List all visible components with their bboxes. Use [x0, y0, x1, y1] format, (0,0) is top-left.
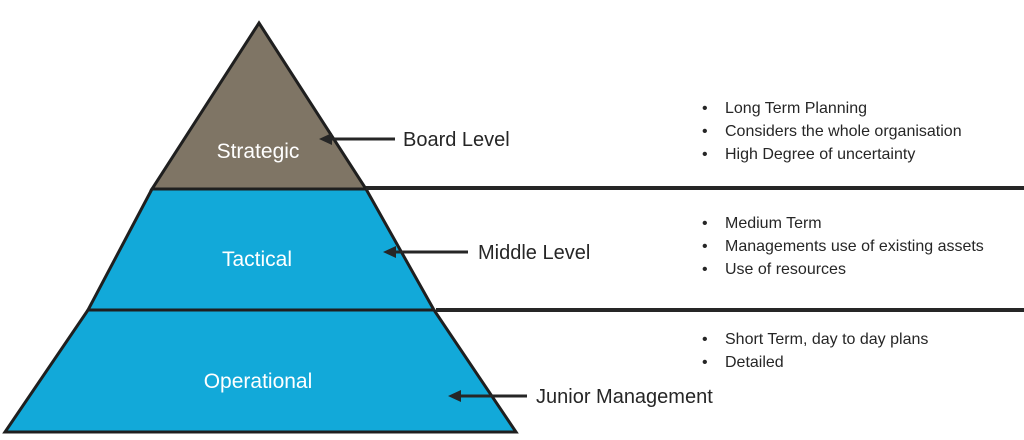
bullet-list-strategic: • Long Term Planning • Considers the who… — [702, 100, 962, 163]
arrow-middle-level — [383, 246, 468, 258]
bullet-dot: • — [702, 123, 708, 140]
list-item: Short Term, day to day plans — [725, 331, 928, 348]
level-label-junior: Junior Management — [536, 386, 713, 408]
arrow-junior-management — [448, 390, 527, 402]
list-item: High Degree of uncertainty — [725, 146, 915, 163]
bullet-list-tactical: • Medium Term • Managements use of exist… — [702, 215, 984, 278]
list-item: Medium Term — [725, 215, 822, 232]
list-item: Long Term Planning — [725, 100, 867, 117]
bullet-dot: • — [702, 215, 708, 232]
tier-label-operational: Operational — [204, 370, 313, 393]
bullet-dot: • — [702, 238, 708, 255]
bullet-dot: • — [702, 261, 708, 278]
bullet-dot: • — [702, 100, 708, 117]
list-item: Managements use of existing assets — [725, 238, 984, 255]
strategic-tier — [149, 20, 369, 191]
list-item: Use of resources — [725, 261, 846, 278]
tier-label-strategic: Strategic — [217, 140, 300, 163]
bullet-list-operational: • Short Term, day to day plans • Detaile… — [702, 331, 928, 371]
list-item: Detailed — [725, 354, 784, 371]
list-item: Considers the whole organisation — [725, 123, 962, 140]
bullet-dot: • — [702, 354, 708, 371]
tier-label-tactical: Tactical — [222, 248, 292, 271]
bullet-dot: • — [702, 331, 708, 348]
arrow-board-level — [319, 133, 395, 145]
bullet-dot: • — [702, 146, 708, 163]
level-label-middle: Middle Level — [478, 242, 590, 264]
level-label-board: Board Level — [403, 129, 510, 151]
